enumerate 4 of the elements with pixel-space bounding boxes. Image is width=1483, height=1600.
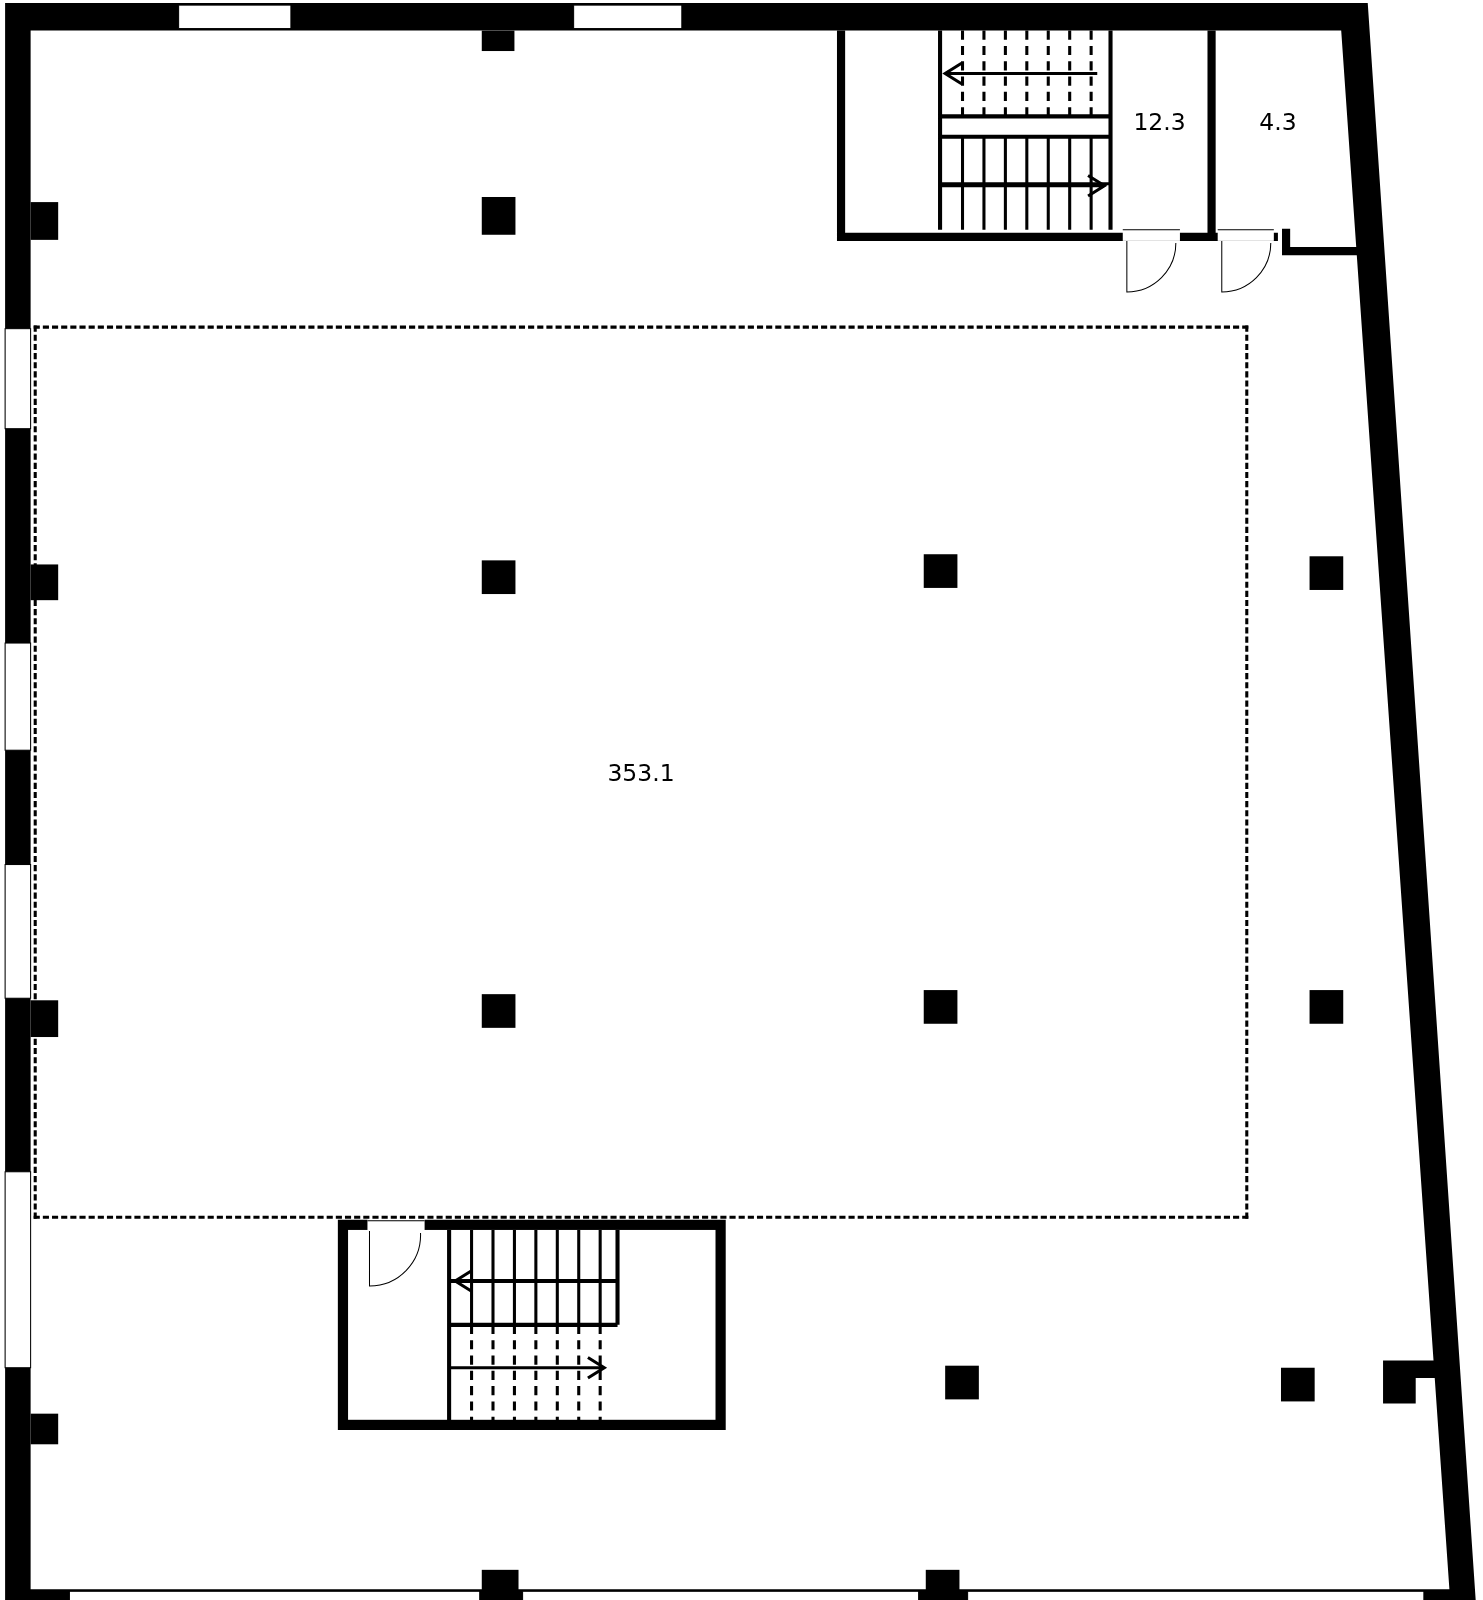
- dashed-zone: [33, 325, 1249, 1219]
- area-label: 4.3: [1259, 108, 1297, 135]
- area-label: 12.3: [1133, 108, 1186, 135]
- area-label: 353.1: [607, 758, 675, 786]
